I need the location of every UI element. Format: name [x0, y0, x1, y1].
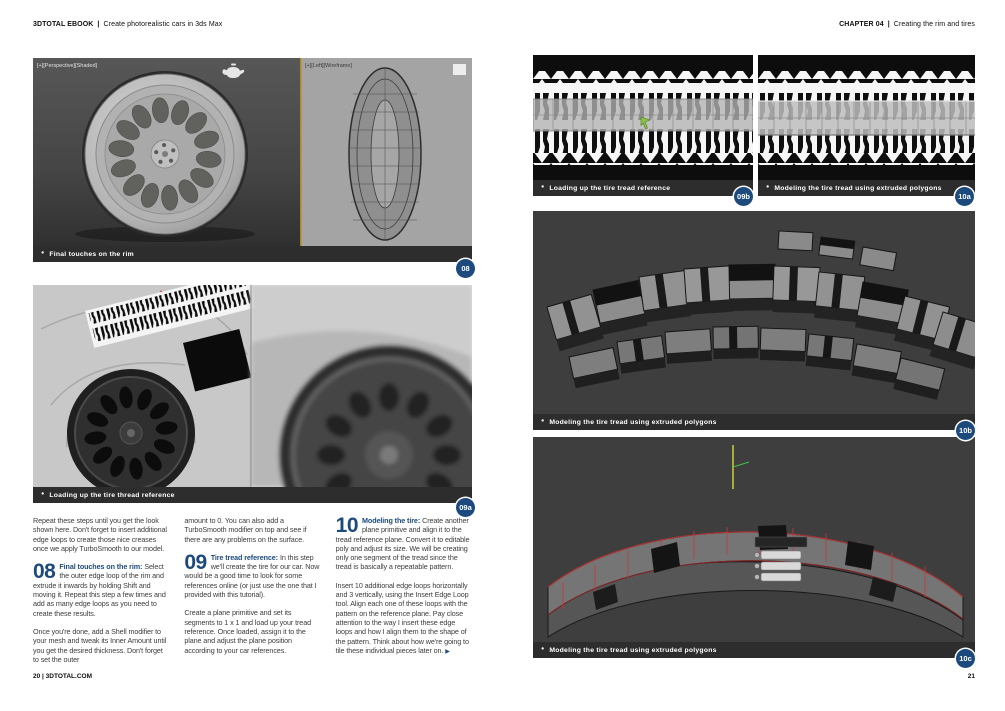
step-number: 08	[33, 560, 56, 584]
text-column-1: Repeat these steps until you get the loo…	[33, 516, 169, 673]
caption-bullet-icon: ●	[541, 646, 545, 653]
viewport-divider	[300, 58, 302, 246]
caddy-ui	[754, 536, 808, 582]
figure-badge-09a: 09a	[456, 498, 475, 517]
caption-bullet-icon: ●	[41, 491, 45, 498]
figure-caption-bar: ● Modeling the tire tread using extruded…	[533, 414, 975, 430]
teapot-icon	[222, 63, 245, 78]
figure-08-image: [+][Perspective][Shaded] [+][Left][Wiref…	[33, 58, 472, 246]
figure-10c-image	[533, 437, 975, 642]
viewcube-icon	[453, 64, 466, 75]
figure-caption-bar: ● Modeling the tire tread using extruded…	[533, 642, 975, 658]
extruded-tread-blocks	[546, 230, 975, 400]
brand-label: 3DTOTAL EBOOK	[33, 21, 94, 28]
figure-badge-10b: 10b	[956, 421, 975, 440]
paragraph: Repeat these steps until you get the loo…	[33, 516, 167, 553]
step-body: Create another plane primitive and align…	[335, 516, 470, 572]
cursor-icon	[640, 116, 651, 130]
figure-caption: Modeling the tire tread using extruded p…	[774, 184, 942, 192]
figure-caption-bar: ● Final touches on the rim	[33, 246, 472, 262]
figure-10b-image	[533, 211, 975, 414]
right-page-footer: 21	[967, 673, 975, 680]
axis-tripod-icon	[732, 445, 750, 489]
left-page-footer: 20 | 3DTOTAL.COM	[33, 673, 93, 680]
figure-badge-10a: 10a	[955, 187, 974, 206]
figure-10a: ● Modeling the tire tread using extruded…	[758, 55, 975, 196]
paragraph: Insert 10 additional edge loops horizont…	[336, 581, 472, 657]
paragraph: amount to 0. You can also add a TurboSmo…	[184, 516, 307, 544]
extruded-polygon-band	[758, 100, 975, 136]
figure-caption-bar: ● Modeling the tire tread using extruded…	[758, 180, 975, 196]
figure-caption: Modeling the tire tread using extruded p…	[549, 646, 717, 654]
figure-caption: Loading up the tire thread reference	[49, 491, 175, 499]
wheel-photo-reference	[251, 285, 472, 487]
wheel-model	[67, 369, 195, 487]
viewport-label: [+][Perspective][Shaded]	[37, 63, 98, 69]
caption-bullet-icon: ●	[541, 184, 545, 191]
tire-wireframe	[348, 67, 422, 241]
caption-bullet-icon: ●	[541, 418, 545, 425]
selected-polygon-band	[533, 98, 753, 132]
figure-caption: Final touches on the rim	[49, 250, 134, 258]
header-divider: |	[97, 21, 100, 28]
step-number: 09	[184, 550, 207, 574]
figure-09a: ● Loading up the tire thread reference	[33, 285, 472, 503]
figure-badge-08: 08	[456, 259, 475, 278]
paragraph: Create a plane primitive and set its seg…	[184, 608, 311, 655]
rim-render	[82, 71, 248, 237]
figure-badge-10c: 10c	[956, 649, 975, 668]
tread-reference-strip	[85, 285, 258, 348]
figure-caption: Modeling the tire tread using extruded p…	[549, 418, 717, 426]
figure-08: [+][Perspective][Shaded] [+][Left][Wiref…	[33, 58, 472, 262]
caption-bullet-icon: ●	[766, 184, 770, 191]
step-body: Select the outer edge loop of the rim an…	[33, 562, 166, 618]
book-title: Create photorealistic cars in 3ds Max	[103, 21, 223, 28]
chapter-title: Creating the rim and tires	[893, 21, 975, 28]
figure-10b: ● Modeling the tire tread using extruded…	[533, 211, 975, 430]
step-body: In this step we'll create the tire for o…	[184, 552, 320, 600]
figure-caption: Loading up the tire tread reference	[549, 184, 671, 192]
figure-09a-image	[33, 285, 472, 487]
figure-caption-bar: ● Loading up the tire tread reference	[533, 180, 753, 196]
left-running-header: 3DTOTAL EBOOK|Create photorealistic cars…	[33, 21, 472, 28]
header-divider: |	[887, 21, 890, 28]
viewport-label: [+][Left][Wireframe]	[305, 63, 352, 69]
body-text-columns: Repeat these steps until you get the loo…	[33, 514, 472, 673]
tread-black-patch	[183, 328, 252, 392]
figure-09b-image	[533, 55, 753, 180]
figure-caption-bar: ● Loading up the tire thread reference	[33, 487, 472, 503]
text-column-2: amount to 0. You can also add a TurboSmo…	[184, 516, 320, 673]
step-number: 10	[335, 514, 359, 537]
step-title: Tire tread reference:	[210, 552, 278, 562]
figure-09b: ● Loading up the tire tread reference	[533, 55, 753, 196]
figure-badge-09b: 09b	[734, 187, 753, 206]
caption-bullet-icon: ●	[41, 250, 45, 257]
right-running-header: CHAPTER 04|Creating the rim and tires	[533, 21, 975, 28]
step-title: Modeling the tire:	[362, 516, 421, 525]
tread-segment-mesh	[547, 525, 964, 638]
step-title: Final touches on the rim:	[59, 562, 143, 572]
paragraph-text: Insert 10 additional edge loops horizont…	[335, 580, 469, 655]
paragraph: Once you're done, add a Shell modifier t…	[33, 626, 167, 664]
continuation-arrow-icon: ▶	[445, 648, 450, 655]
figure-10a-image	[758, 55, 975, 180]
chapter-label: CHAPTER 04	[839, 21, 884, 28]
figure-10c: ● Modeling the tire tread using extruded…	[533, 437, 975, 658]
